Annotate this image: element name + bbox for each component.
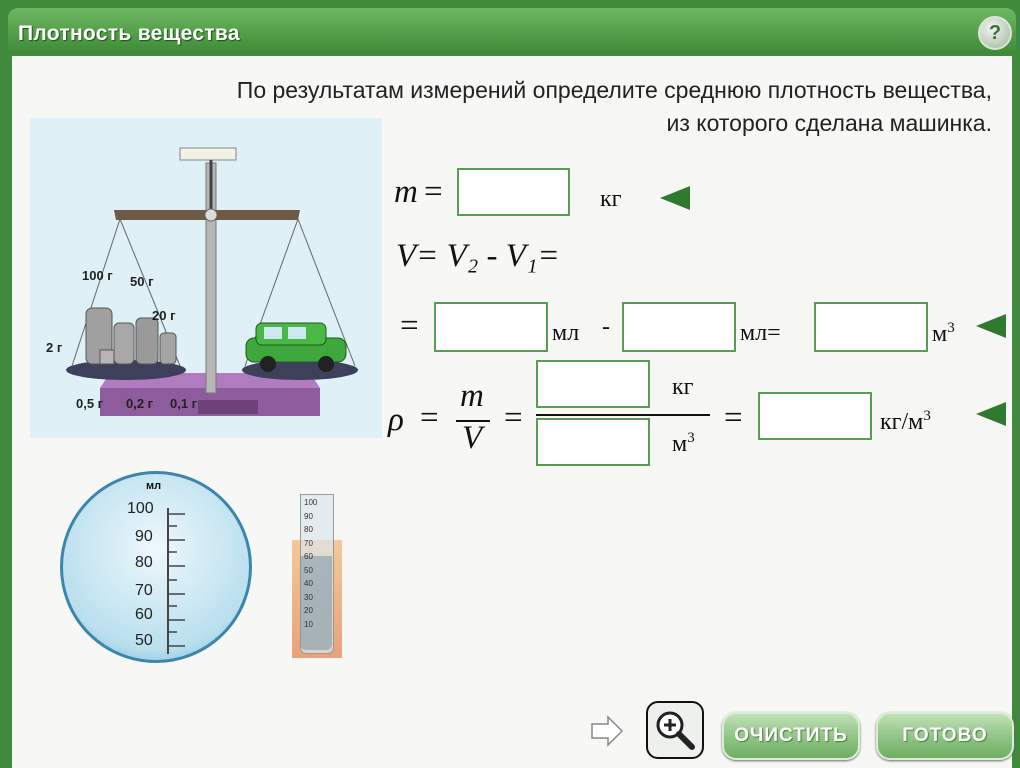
density-volume-unit-m: м	[672, 431, 688, 457]
cylinder-tick-label: 30	[304, 592, 313, 602]
weight-label-2: 2 г	[46, 340, 63, 355]
cylinder-tick-label: 80	[304, 525, 313, 534]
mass-equals: =	[424, 174, 443, 210]
cylinder-ticks: 100 90 80 70 60 50 40 30 20 10	[304, 498, 332, 648]
density-volume-unit-cube: 3	[687, 430, 695, 446]
density-hint-triangle-icon[interactable]	[976, 402, 1006, 426]
rho-symbol: ρ	[388, 402, 404, 438]
frac-line-large	[536, 414, 710, 416]
volume-equals: =	[400, 308, 419, 344]
clear-button[interactable]: ОЧИСТИТЬ	[722, 712, 860, 760]
magnifier-plus-icon	[656, 711, 695, 750]
cylinder-tick-label: 100	[304, 498, 318, 507]
beaker-tick-90: 90	[135, 528, 153, 545]
balance-scale-image	[66, 147, 358, 416]
beaker-magnifier: мл 100 90 80 70 60 50	[60, 471, 252, 663]
mass-symbol: m	[394, 174, 418, 210]
volume-formula: V= V₂ - V₁=	[396, 238, 560, 274]
arrow-right-icon	[591, 715, 624, 747]
cylinder-tick-label: 20	[304, 606, 313, 615]
measuring-cylinder: 100 90 80 70 60 50 40 30 20 10	[292, 488, 342, 658]
mass-input[interactable]	[457, 168, 570, 216]
beaker-tick-60: 60	[135, 606, 153, 623]
volume-result-input[interactable]	[814, 302, 928, 352]
weight-label-0-5: 0,5 г	[76, 396, 104, 411]
density-unit: кг/м3	[880, 408, 931, 436]
cylinder-tick-label: 70	[304, 538, 313, 548]
instruction-text: По результатам измерений определите сред…	[32, 74, 992, 140]
weight-label-0-1: 0,1 г	[170, 396, 198, 411]
frac-line-small	[456, 420, 490, 422]
beaker-unit-label: мл	[146, 480, 162, 492]
volume-hint-triangle-icon[interactable]	[976, 314, 1006, 338]
cylinder-tick-label: 60	[304, 552, 313, 561]
volume-unit-cube: 3	[947, 320, 955, 336]
window-title: Плотность вещества	[18, 22, 240, 45]
rho-equals: =	[420, 400, 439, 436]
cylinder-tick-label: 40	[304, 579, 313, 588]
v2-unit: мл	[552, 320, 580, 346]
cylinder-tick-label: 90	[304, 511, 313, 521]
v1-input[interactable]	[622, 302, 736, 352]
density-volume-input[interactable]	[536, 418, 650, 466]
beaker-tick-80: 80	[135, 554, 153, 571]
help-button[interactable]: ?	[978, 16, 1012, 50]
mass-hint-triangle-icon[interactable]	[660, 186, 690, 210]
v1-unit-equals: мл=	[740, 320, 781, 346]
v-minus: -	[602, 314, 610, 340]
content-area: По результатам измерений определите сред…	[12, 56, 1014, 768]
beaker-tick-50: 50	[135, 632, 153, 649]
density-equals: =	[724, 400, 743, 436]
frac-volume-symbol: V	[462, 420, 483, 456]
frac-mass-symbol: m	[460, 378, 484, 414]
title-bar: Плотность вещества ?	[8, 8, 1016, 54]
beaker-tick-70: 70	[135, 582, 153, 599]
zoom-button[interactable]	[646, 701, 704, 759]
beaker-tick-100: 100	[127, 500, 154, 517]
cylinder-tick-label: 10	[304, 619, 313, 629]
weight-label-100: 100 г	[82, 268, 113, 283]
density-mass-unit: кг	[672, 374, 694, 400]
mass-unit: кг	[600, 186, 622, 212]
done-button[interactable]: ГОТОВО	[876, 712, 1014, 760]
v2-input[interactable]	[434, 302, 548, 352]
cylinder-tick-label: 50	[304, 565, 313, 575]
frac-equals: =	[504, 400, 523, 436]
beaker-tick-marks	[167, 513, 185, 647]
density-unit-kgm: кг/м	[880, 409, 924, 435]
instruction-line-2: из которого сделана машинка.	[666, 110, 992, 136]
density-unit-cube: 3	[923, 408, 931, 424]
volume-unit: м3	[932, 320, 955, 348]
weight-label-0-2: 0,2 г	[126, 396, 154, 411]
formula-area: m = кг V= V₂ - V₁= = мл - мл= м3 ρ = m V…	[12, 56, 1012, 768]
density-volume-unit: м3	[672, 430, 695, 458]
density-result-input[interactable]	[758, 392, 872, 440]
weight-label-20: 20 г	[152, 308, 176, 323]
weight-label-50: 50 г	[130, 274, 154, 289]
instruction-line-1: По результатам измерений определите сред…	[236, 77, 992, 103]
balance-scene: 100 г 50 г 20 г 2 г 0,5 г 0,2 г 0,1 г	[30, 118, 382, 438]
density-mass-input[interactable]	[536, 360, 650, 408]
volume-unit-m: м	[932, 321, 948, 347]
